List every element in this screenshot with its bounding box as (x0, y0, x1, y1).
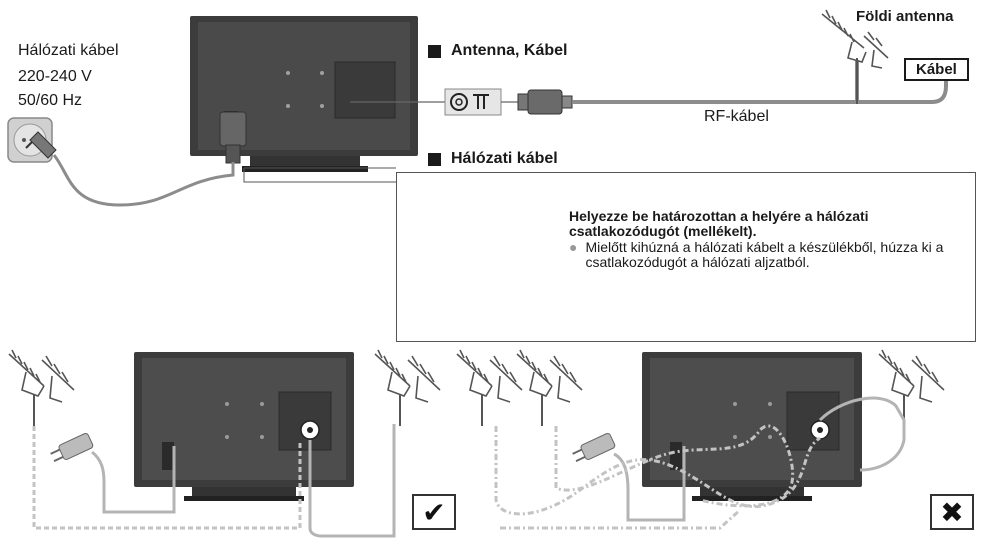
mains-instructions: Helyezze be határozottan a helyére a hál… (569, 209, 969, 270)
instruction-bullet-text: Mielőtt kihúzná a hálózati kábelt a kész… (585, 239, 944, 270)
antenna-heading-text: Antenna, Kábel (451, 42, 568, 59)
power-cable-title: Hálózati kábel (18, 42, 119, 59)
instruction-bullet: ● Mielőtt kihúzná a hálózati kábelt a ké… (569, 240, 969, 270)
rf-cable (572, 80, 948, 104)
mains-heading-text: Hálózati kábel (451, 150, 558, 167)
antenna-section-heading: Antenna, Kábel (428, 42, 567, 60)
mains-info-box: Helyezze be határozottan a helyére a hál… (396, 172, 976, 342)
section-bullet-icon (428, 44, 441, 58)
bullet-dot-icon: ● (569, 239, 578, 255)
power-plug-icon (219, 111, 247, 164)
coax-port-icon (444, 88, 502, 116)
rf-cable-label: RF-kábel (704, 108, 769, 125)
instruction-title: Helyezze be határozottan a helyére a hál… (569, 208, 869, 239)
example-correct (8, 349, 441, 538)
power-plug-icon (572, 432, 616, 463)
cross-mark-icon: ✖ (930, 494, 974, 530)
power-voltage: 220-240 V (18, 68, 92, 85)
check-mark-icon: ✔ (412, 494, 456, 530)
power-frequency: 50/60 Hz (18, 92, 83, 109)
mains-section-heading: Hálózati kábel (428, 150, 558, 168)
power-plug-icon (25, 131, 57, 159)
section-bullet-icon (428, 152, 441, 166)
terrestrial-antenna-label: Földi antenna (856, 8, 954, 25)
power-cord (52, 154, 235, 207)
rf-plug-icon (517, 89, 573, 115)
tv-back-main (190, 16, 418, 172)
cable-label-box: Kábel (904, 58, 969, 81)
power-plug-icon (50, 432, 94, 463)
antenna-icon (821, 9, 889, 104)
example-wrong (456, 349, 945, 530)
